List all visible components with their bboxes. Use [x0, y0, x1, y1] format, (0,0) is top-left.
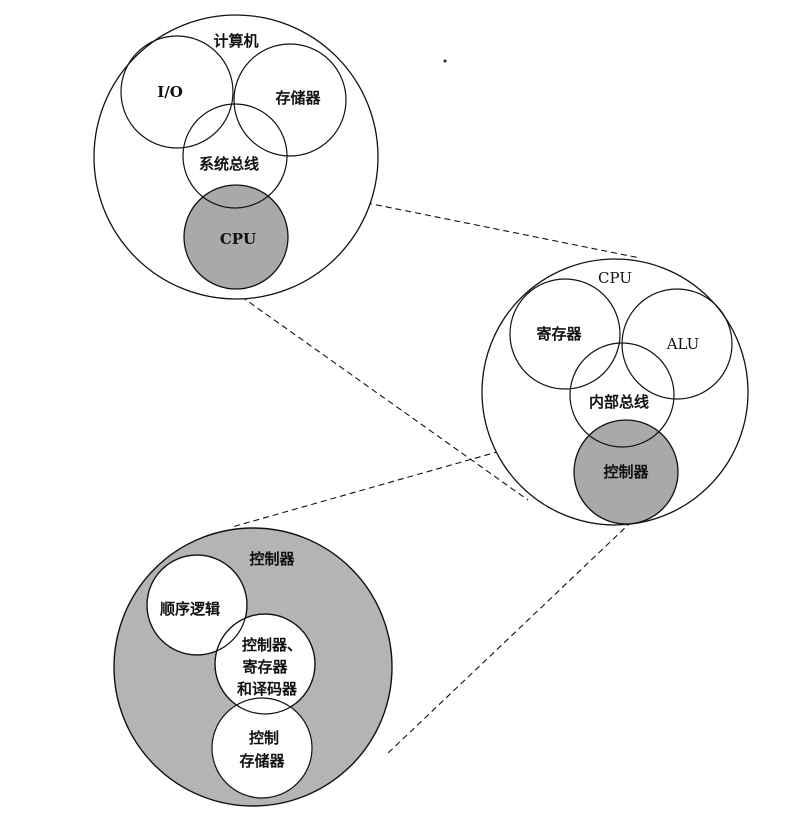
cpu-circle	[481, 258, 749, 526]
control-unit-title: 控制器	[249, 550, 295, 568]
alu-circle	[621, 288, 733, 400]
computer-title: 计算机	[213, 32, 258, 50]
system-bus-label: 系统总线	[199, 155, 259, 173]
internal-bus-circle	[569, 342, 675, 448]
computer-group: 计算机 I/O 存储器 系统总线 CPU	[93, 14, 379, 300]
cpu-group: CPU 寄存器 ALU 内部总线 控制器	[481, 258, 749, 526]
control-unit-group: 控制器 顺序逻辑 控制器、 寄存器 和译码器 控制 存储器	[113, 527, 393, 807]
io-circle	[120, 35, 234, 149]
internal-bus-label: 内部总线	[589, 393, 649, 411]
regs-decoders-label-line3: 和译码器	[237, 680, 298, 698]
memory-circle	[233, 43, 347, 157]
system-bus-circle	[182, 103, 288, 209]
regs-decoders-outline	[214, 613, 316, 715]
control-unit-component-circle	[573, 419, 679, 525]
sequencing-logic-outline	[146, 554, 248, 656]
stray-dot	[443, 59, 447, 63]
cpu-component-circle	[183, 184, 289, 290]
memory-label: 存储器	[275, 89, 321, 107]
control-memory-circle	[211, 697, 313, 799]
regs-decoders-label-line1: 控制器、	[242, 636, 302, 654]
cpu-title: CPU	[598, 269, 632, 287]
control-memory-label-line1: 控制	[249, 729, 279, 747]
registers-circle	[509, 278, 621, 390]
computer-circle	[93, 14, 379, 300]
alu-label: ALU	[666, 335, 700, 353]
control-unit-component-label: 控制器	[603, 463, 649, 481]
registers-label: 寄存器	[536, 325, 582, 343]
io-label: I/O	[157, 83, 183, 101]
connector-cpu-to-control-bottom	[385, 486, 669, 756]
connector-computer-to-cpu-bottom	[224, 284, 529, 501]
sequencing-logic-label: 顺序逻辑	[160, 600, 220, 618]
control-memory-label-line2: 存储器	[239, 752, 285, 770]
cpu-component-label: CPU	[220, 230, 256, 248]
regs-decoders-label-line2: 寄存器	[242, 658, 288, 676]
